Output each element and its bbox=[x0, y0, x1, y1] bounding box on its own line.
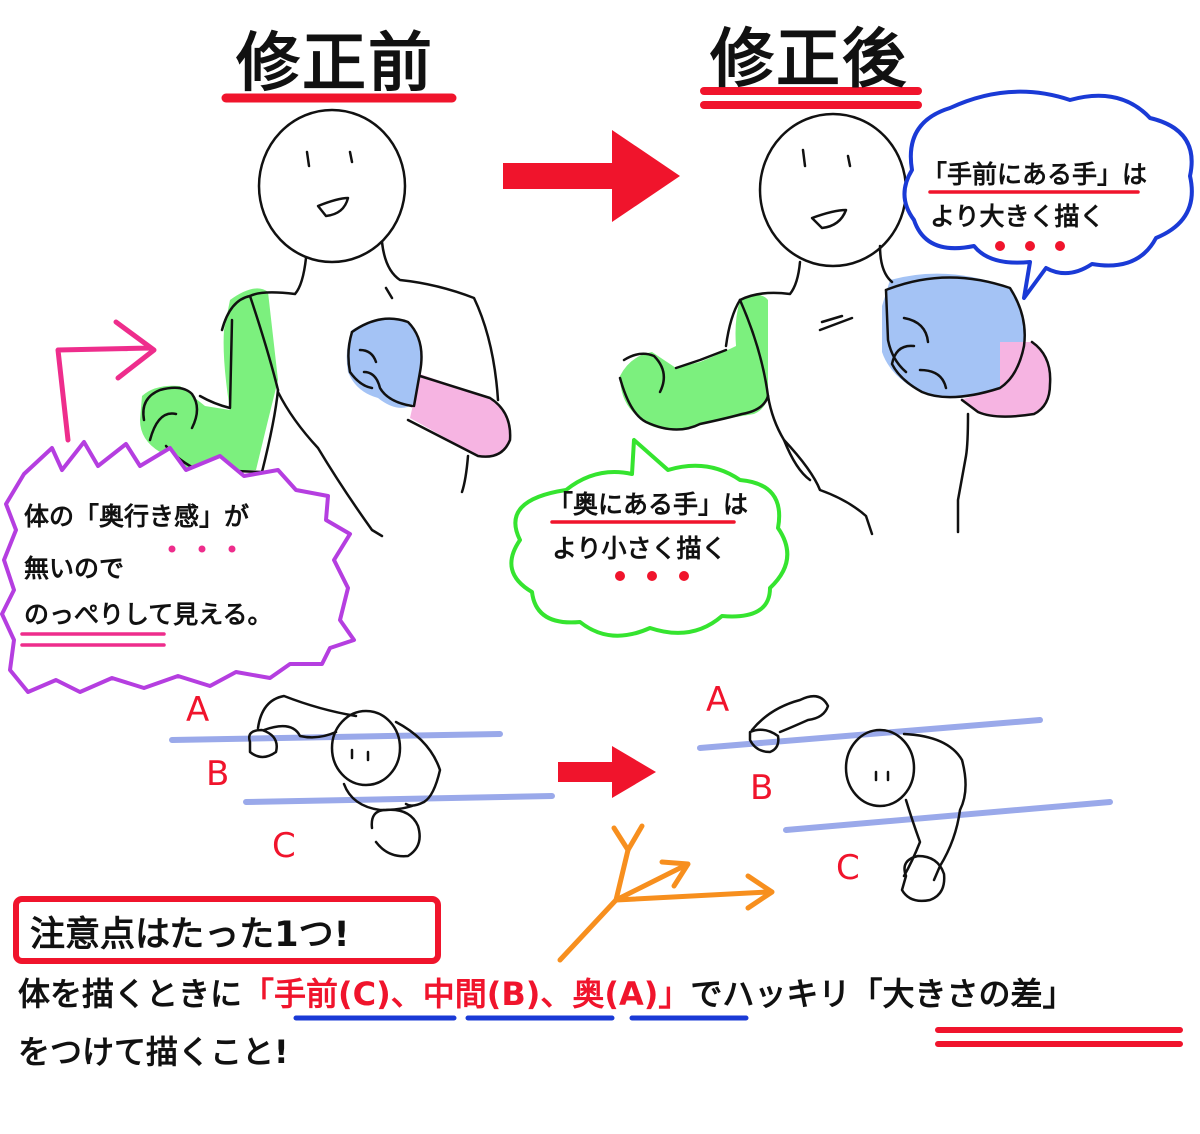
bottom-line2: をつけて描くこと! bbox=[18, 1033, 289, 1071]
label-b-right: B bbox=[750, 768, 774, 808]
purple-bubble-line3: のっぺりして見える。 bbox=[24, 600, 273, 629]
note-text: 注意点はたった1つ! bbox=[30, 915, 350, 955]
label-b-left: B bbox=[206, 754, 230, 794]
blue-bubble-line2: より大きく描く bbox=[930, 202, 1105, 231]
bottom-line1-c: でハッキリ bbox=[690, 975, 851, 1013]
green-bubble-line2: より小さく描く bbox=[552, 534, 727, 563]
bottom-line1-b: 「手前(C)、中間(B)、奥(A)」 bbox=[242, 975, 691, 1013]
label-a-left: A bbox=[186, 690, 210, 730]
guide-line-right-1 bbox=[697, 717, 1043, 751]
label-c-left: C bbox=[272, 826, 296, 866]
before-figure bbox=[140, 108, 512, 538]
guide-line-right-2 bbox=[783, 799, 1113, 833]
orange-arrows bbox=[557, 823, 775, 963]
topview-figure-right bbox=[748, 694, 967, 903]
blue-bubble bbox=[902, 89, 1194, 300]
green-bubble-line1: 「奥にある手」は bbox=[548, 490, 749, 519]
after-figure bbox=[618, 112, 1052, 536]
bottom-line1-a: 体を描くときに bbox=[18, 975, 243, 1013]
label-c-right: C bbox=[836, 848, 860, 888]
purple-bubble-line1: 体の「奥行き感」が bbox=[24, 502, 250, 531]
purple-bubble bbox=[0, 440, 356, 694]
bottom-line1: 体を描くときに「手前(C)、中間(B)、奥(A)」でハッキリ「大きさの差」 bbox=[18, 972, 1074, 1016]
bottom-line1-d: 「大きさの差」 bbox=[850, 975, 1075, 1013]
blue-bubble-line1: 「手前にある手」は bbox=[922, 160, 1148, 189]
note-box bbox=[13, 896, 441, 964]
topview-figure-left bbox=[248, 694, 442, 858]
small-red-arrow bbox=[558, 746, 656, 798]
guide-line-left-1 bbox=[169, 731, 503, 743]
guide-line-left-2 bbox=[243, 793, 555, 805]
magenta-arrow bbox=[55, 319, 157, 443]
purple-bubble-line2: 無いので bbox=[24, 554, 125, 583]
green-bubble bbox=[509, 438, 790, 638]
after-title: 修正後 bbox=[710, 23, 908, 97]
label-a-right: A bbox=[706, 680, 730, 720]
before-title: 修正前 bbox=[236, 27, 434, 101]
big-red-arrow bbox=[503, 130, 680, 222]
